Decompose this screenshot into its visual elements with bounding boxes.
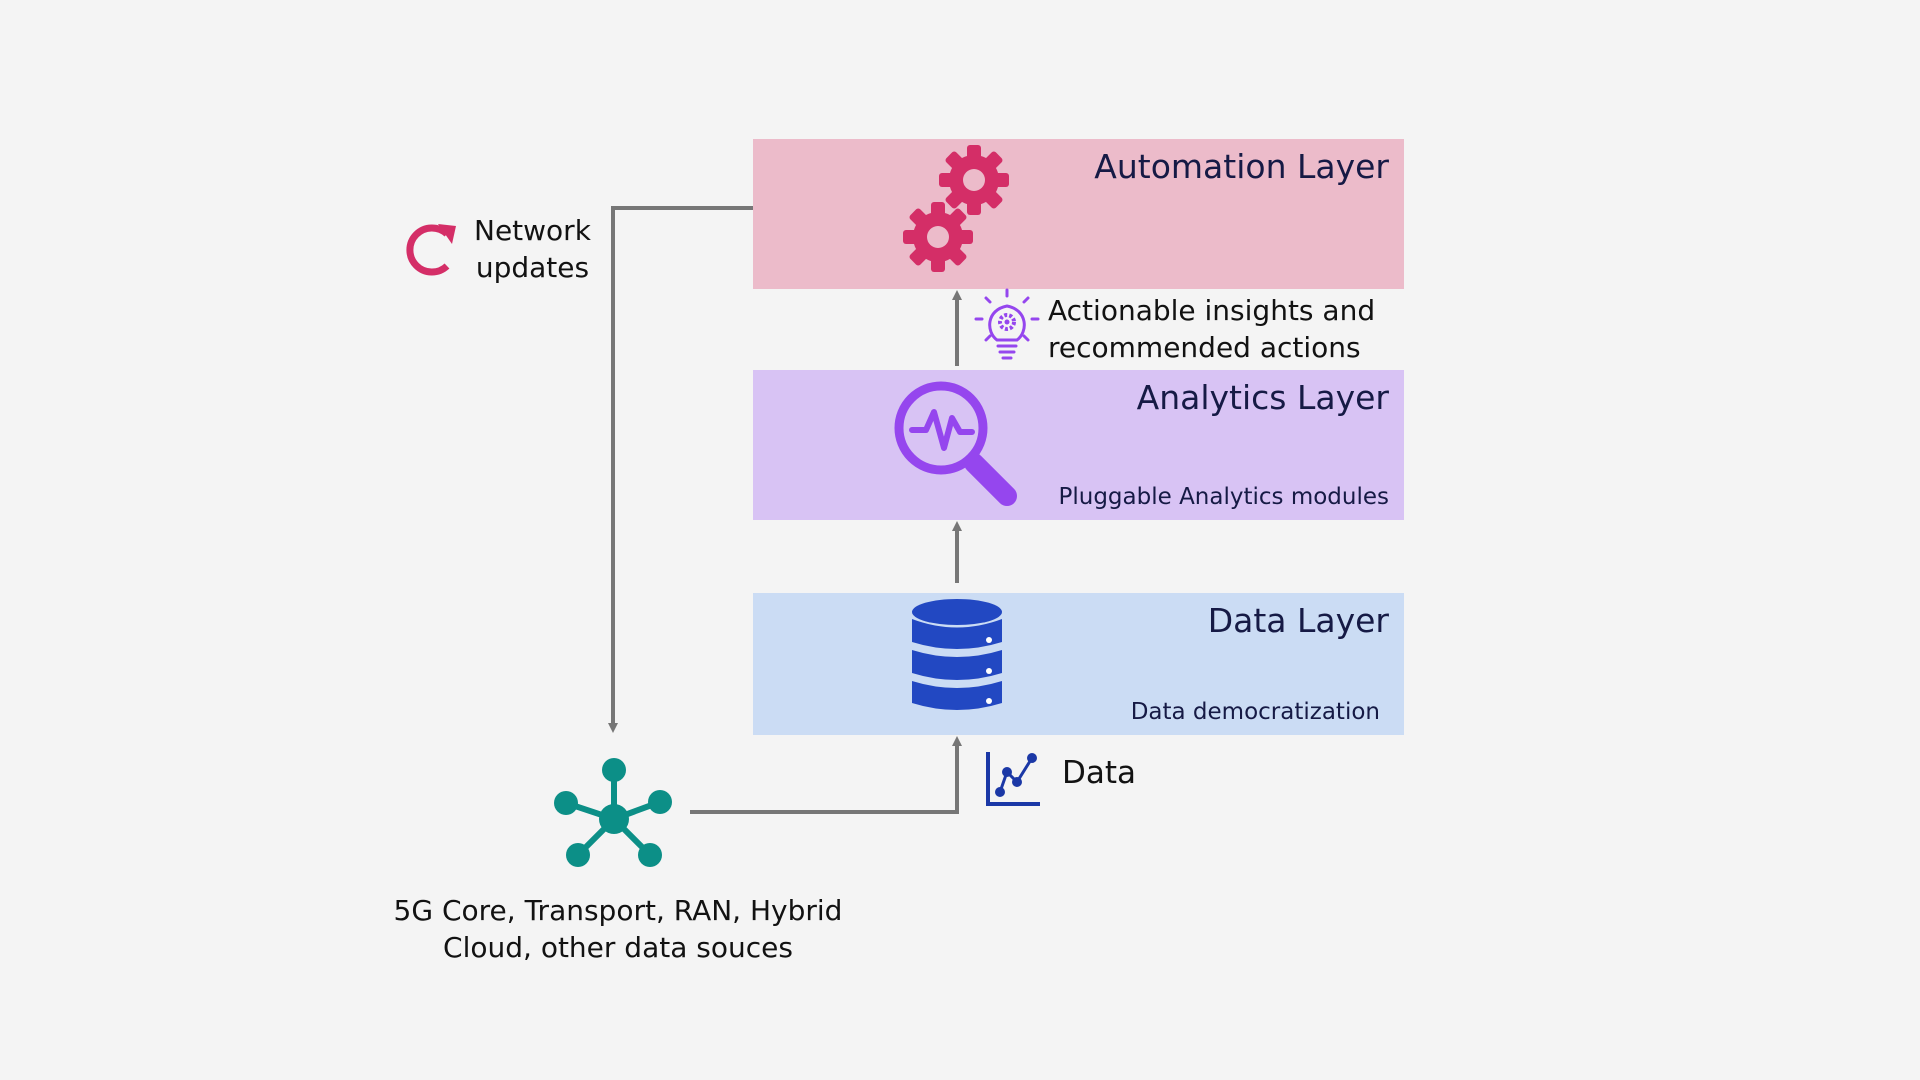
gears-icon xyxy=(903,145,1009,272)
analytics-layer-title: Analytics Layer xyxy=(1136,378,1389,417)
insights-line1: Actionable insights and xyxy=(1048,294,1376,327)
automation-layer-title: Automation Layer xyxy=(1094,147,1389,186)
lightbulb-gear-icon xyxy=(974,288,1040,360)
network-hub-icon xyxy=(554,758,672,867)
network-updates-line2: updates xyxy=(475,251,590,284)
analytics-layer-subtitle: Pluggable Analytics modules xyxy=(1058,484,1389,510)
analytics-layer: Analytics Layer Pluggable Analytics modu… xyxy=(753,370,1404,520)
data-flow-line xyxy=(690,736,962,814)
insights-label: Actionable insights and recommended acti… xyxy=(1048,292,1375,366)
insights-line2: recommended actions xyxy=(1048,331,1361,364)
network-updates-line1: Network xyxy=(474,214,591,247)
network-updates-label: Network updates xyxy=(474,212,591,286)
sources-label: 5G Core, Transport, RAN, Hybrid Cloud, o… xyxy=(375,892,861,966)
automation-layer: Automation Layer xyxy=(753,139,1404,289)
refresh-icon xyxy=(406,224,456,276)
data-layer-subtitle: Data democratization xyxy=(1130,699,1380,725)
data-flow-label: Data xyxy=(1062,755,1137,791)
magnifier-pulse-icon xyxy=(894,381,1017,506)
data-layer-title: Data Layer xyxy=(1207,601,1389,640)
database-icon xyxy=(912,599,1002,710)
data-layer: Data Layer Data democratization xyxy=(753,593,1404,735)
line-chart-icon xyxy=(986,752,1040,806)
sources-line2: Cloud, other data souces xyxy=(443,931,793,964)
sources-line1: 5G Core, Transport, RAN, Hybrid xyxy=(393,894,843,927)
